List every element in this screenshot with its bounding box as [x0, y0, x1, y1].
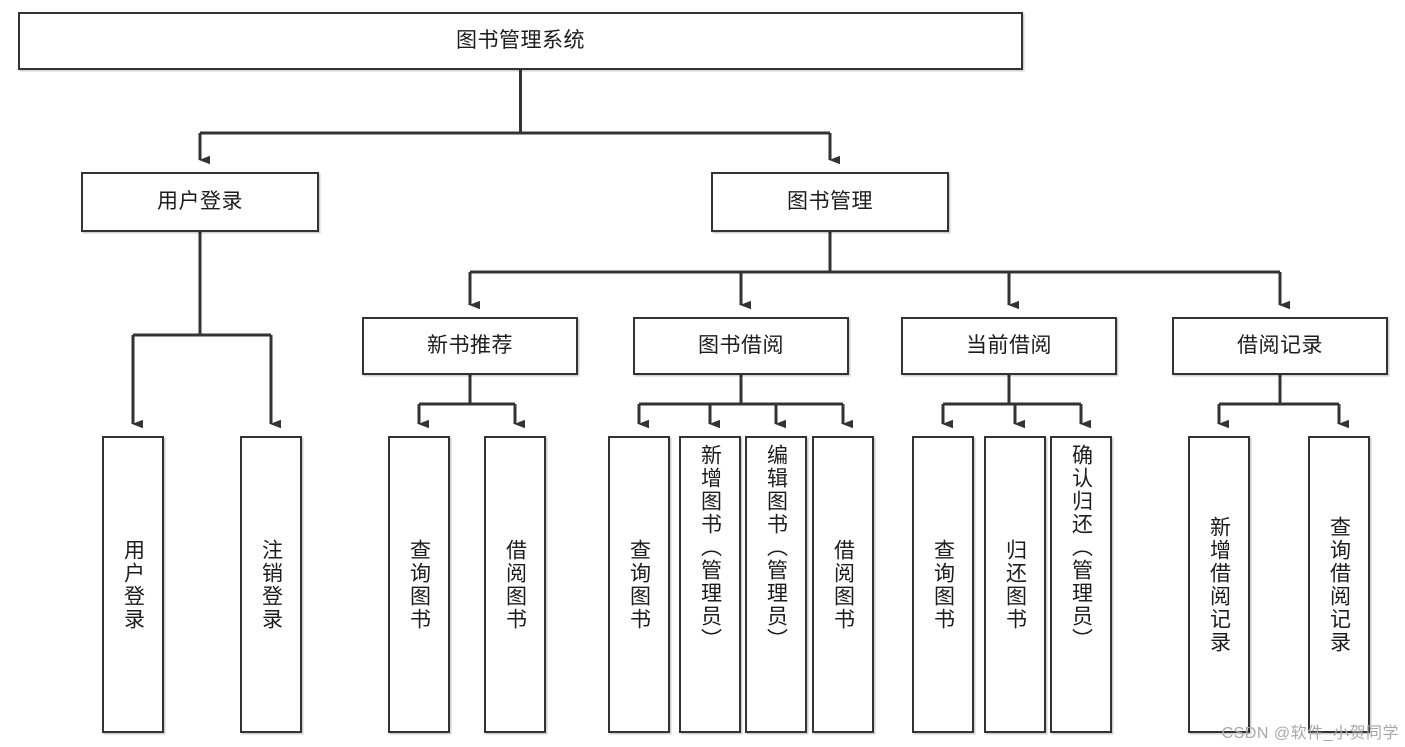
node-new-book-rec-label: 新书推荐	[427, 334, 513, 358]
node-current-borrow-label: 当前借阅	[966, 334, 1052, 358]
node-leaf-borrow-book-1[interactable]: 借阅图书	[484, 436, 546, 733]
node-leaf-edit-book-label: 编辑图书（管理员）	[764, 444, 788, 651]
node-current-borrow[interactable]: 当前借阅	[901, 317, 1117, 375]
node-book-borrow[interactable]: 图书借阅	[633, 317, 849, 375]
node-leaf-confirm-return[interactable]: 确认归还（管理员）	[1050, 436, 1112, 733]
node-leaf-borrow-book-1-label: 借阅图书	[503, 538, 527, 631]
node-user-login[interactable]: 用户登录	[81, 172, 319, 232]
node-leaf-borrow-book-2-label: 借阅图书	[831, 538, 855, 631]
node-leaf-query-book-1-label: 查询图书	[407, 538, 431, 631]
node-leaf-query-book-3[interactable]: 查询图书	[912, 436, 974, 733]
node-leaf-query-book-3-label: 查询图书	[931, 538, 955, 631]
node-root-label: 图书管理系统	[456, 29, 585, 53]
node-borrow-record-label: 借阅记录	[1237, 334, 1323, 358]
node-borrow-record[interactable]: 借阅记录	[1172, 317, 1388, 375]
node-leaf-query-book-2[interactable]: 查询图书	[608, 436, 670, 733]
node-book-manage-label: 图书管理	[787, 190, 873, 214]
node-leaf-query-book-1[interactable]: 查询图书	[388, 436, 450, 733]
node-user-login-label: 用户登录	[157, 190, 243, 214]
node-leaf-return-book[interactable]: 归还图书	[984, 436, 1046, 733]
node-leaf-return-book-label: 归还图书	[1003, 538, 1027, 631]
node-leaf-query-book-2-label: 查询图书	[627, 538, 651, 631]
node-leaf-add-record[interactable]: 新增借阅记录	[1188, 436, 1250, 733]
node-leaf-query-record[interactable]: 查询借阅记录	[1308, 436, 1370, 733]
node-leaf-add-book[interactable]: 新增图书（管理员）	[679, 436, 741, 733]
node-book-borrow-label: 图书借阅	[698, 334, 784, 358]
node-root[interactable]: 图书管理系统	[18, 12, 1023, 70]
node-leaf-confirm-return-label: 确认归还（管理员）	[1069, 444, 1093, 651]
node-leaf-logout[interactable]: 注销登录	[240, 436, 302, 733]
node-book-manage[interactable]: 图书管理	[711, 172, 949, 232]
node-leaf-query-record-label: 查询借阅记录	[1327, 515, 1351, 654]
node-new-book-rec[interactable]: 新书推荐	[362, 317, 578, 375]
node-leaf-borrow-book-2[interactable]: 借阅图书	[812, 436, 874, 733]
node-leaf-add-record-label: 新增借阅记录	[1207, 515, 1231, 654]
node-leaf-user-login-label: 用户登录	[121, 538, 145, 631]
node-leaf-user-login[interactable]: 用户登录	[102, 436, 164, 733]
node-leaf-logout-label: 注销登录	[259, 538, 283, 631]
node-leaf-add-book-label: 新增图书（管理员）	[698, 444, 722, 651]
node-leaf-edit-book[interactable]: 编辑图书（管理员）	[745, 436, 807, 733]
